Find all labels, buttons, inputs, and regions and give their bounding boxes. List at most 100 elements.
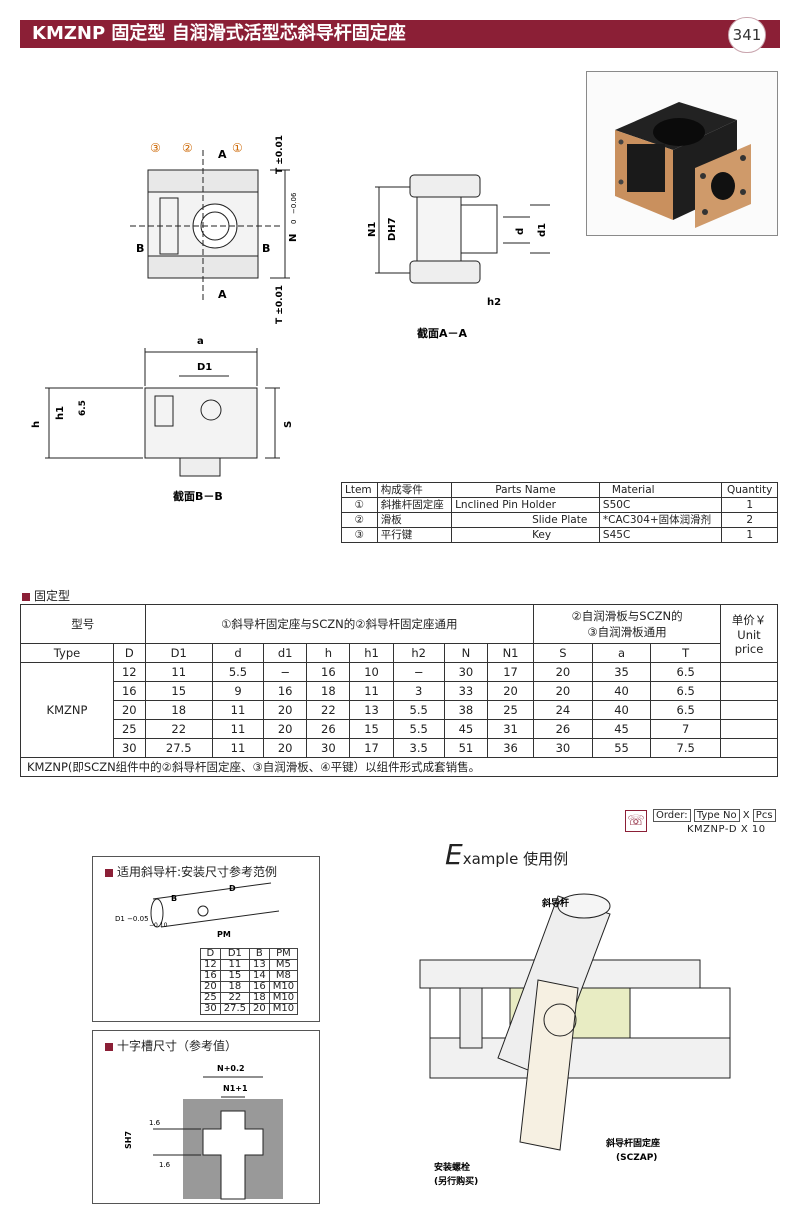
cross-slot-drawing: N+0.2 N1+1 SH7 1.6 1.6 [124, 1064, 283, 1200]
table-row: ③ 平行键 Key S45C 1 [341, 527, 778, 543]
parts-cell: Slide Plate [451, 512, 600, 528]
spec-group1-header: ①斜导杆固定座与SCZN的②斜导杆固定座通用 [144, 604, 535, 644]
dim-h1: h1 [55, 406, 66, 420]
install-cell: 27.5 [219, 1003, 251, 1015]
parts-cell: Lnclined Pin Holder [451, 497, 600, 513]
section-mark-b-left: B [136, 242, 144, 255]
spec-cell: 15 [349, 719, 394, 739]
install-drawing: D B D1 −0.05 −0.10 PM [115, 882, 280, 939]
spec-cell: 51 [443, 738, 488, 758]
install-panel-title-text: 适用斜导杆:安装尺寸参考范例 [117, 865, 278, 879]
spec-group2-header: ②自润滑板与SCZN的 ③自润滑板通用 [533, 604, 721, 644]
install-col-header: PM [268, 948, 299, 960]
spec-cell: 20 [113, 700, 146, 720]
install-panel-title: 适用斜导杆:安装尺寸参考范例 [105, 863, 277, 880]
spec-cell: 20 [263, 700, 308, 720]
spec-col-header: N1 [486, 643, 535, 663]
page-number-badge: 341 [728, 17, 766, 53]
spec-cell: 17 [349, 738, 394, 758]
install-cell: 16 [200, 970, 221, 982]
parts-cell: ① [341, 497, 378, 513]
dim-dh7: DH7 [387, 217, 398, 241]
spec-cell: − [263, 662, 308, 682]
spec-price-cell [720, 700, 778, 720]
spec-col-header: d [211, 643, 265, 663]
spec-type-cell: KMZNP [20, 662, 114, 758]
spec-cell: 7.5 [650, 738, 721, 758]
spec-cell: 5.5 [211, 662, 265, 682]
parts-cell: ③ [341, 527, 378, 543]
spec-cell: 12 [113, 662, 146, 682]
install-cell: M10 [268, 992, 299, 1004]
install-dim-d: D [229, 884, 236, 893]
spec-col-header: d1 [263, 643, 308, 663]
spec-cell: 3 [392, 681, 445, 701]
example-label-bolt: 安装螺栓 [434, 1161, 470, 1173]
spec-group2-line1: ②自润滑板与SCZN的 [571, 609, 683, 623]
dim-d: d [515, 228, 526, 235]
section-square-icon [105, 1042, 113, 1051]
slot-dim-n: N+0.2 [217, 1064, 245, 1073]
parts-cell: 平行键 [376, 527, 453, 543]
spec-cell: 30 [113, 738, 146, 758]
spec-cell: 38 [443, 700, 488, 720]
dim-n-tol-lower: −0.06 [290, 192, 298, 214]
phone-icon: ☏ [625, 810, 647, 832]
spec-cell: 7 [650, 719, 721, 739]
parts-cell: S50C [598, 497, 723, 513]
order-label: Order: [653, 809, 691, 822]
parts-cell: *CAC304+固体润滑剂 [598, 512, 723, 528]
parts-header-material: Material [598, 482, 723, 498]
table-row: ① 斜推杆固定座 Lnclined Pin Holder S50C 1 [341, 497, 778, 513]
slot-panel-title: 十字槽尺寸（参考值） [105, 1037, 237, 1054]
spec-cell: 24 [533, 700, 593, 720]
spec-cell: 17 [486, 662, 535, 682]
parts-cell: 1 [721, 497, 778, 513]
spec-cell: 20 [533, 681, 593, 701]
spec-cell: 25 [486, 700, 535, 720]
parts-table: Ltem 构成零件 Parts Name Material Quantity ①… [341, 482, 778, 543]
spec-cell: 10 [349, 662, 394, 682]
spec-price-line2: Unit price [734, 627, 764, 656]
spec-price-cell [720, 662, 778, 682]
install-cell: 12 [200, 959, 221, 971]
section-aa-drawing: N1 DH7 d d1 h2 截面A－A [367, 174, 550, 340]
table-row: 16 15 9 16 18 11 3 33 20 20 40 6.5 [21, 681, 778, 701]
spec-cell: 20 [263, 719, 308, 739]
spec-cell: 31 [486, 719, 535, 739]
spec-cell: 35 [591, 662, 652, 682]
parts-header-component: 构成零件 [376, 482, 453, 498]
spec-col-header: N [443, 643, 488, 663]
table-row: 30 27.5 11 20 30 17 3.5 51 36 30 55 7.5 [21, 738, 778, 758]
order-format: Order: Type No X Pcs [653, 809, 776, 822]
example-label-sczap: (SCZAP) [616, 1153, 657, 1163]
section-mark-b-right: B [262, 242, 270, 255]
spec-col-header: a [591, 643, 652, 663]
install-col-header: B [249, 948, 270, 960]
spec-col-header: h2 [392, 643, 445, 663]
spec-price-header: 单价￥ Unit price [720, 604, 778, 663]
spec-cell: 9 [211, 681, 265, 701]
caption-section-bb: 截面B－B [173, 489, 223, 503]
install-cell: 14 [249, 970, 270, 982]
spec-price-cell [720, 681, 778, 701]
spec-cell: 55 [591, 738, 652, 758]
spec-cell: 33 [443, 681, 488, 701]
install-table-header: D D1 B PM [200, 948, 299, 960]
spec-table: 型号 ①斜导杆固定座与SCZN的②斜导杆固定座通用 ②自润滑板与SCZN的 ③自… [20, 604, 778, 777]
spec-cell: 11 [211, 738, 265, 758]
dim-n-tol-upper: 0 [290, 220, 298, 224]
dim-t-top: T ±0.01 [275, 135, 285, 174]
slot-panel-title-text: 十字槽尺寸（参考值） [117, 1039, 238, 1053]
slot-dim-1-6a: 1.6 [149, 1119, 161, 1127]
spec-column-header-row: Type D D1 d d1 h h1 h2 N N1 S a T [20, 643, 778, 663]
table-row: 20 18 11 20 22 13 5.5 38 25 24 40 6.5 [21, 700, 778, 720]
install-cell: M8 [268, 970, 299, 982]
section-square-icon [105, 868, 113, 877]
spec-cell: 11 [211, 700, 265, 720]
spec-cell: 16 [306, 662, 351, 682]
spec-note: KMZNP(即SCZN组件中的②斜导杆固定座、③自润滑板、④平键）以组件形式成套… [20, 757, 778, 777]
table-row: 25 22 11 20 26 15 5.5 45 31 26 45 7 [21, 719, 778, 739]
